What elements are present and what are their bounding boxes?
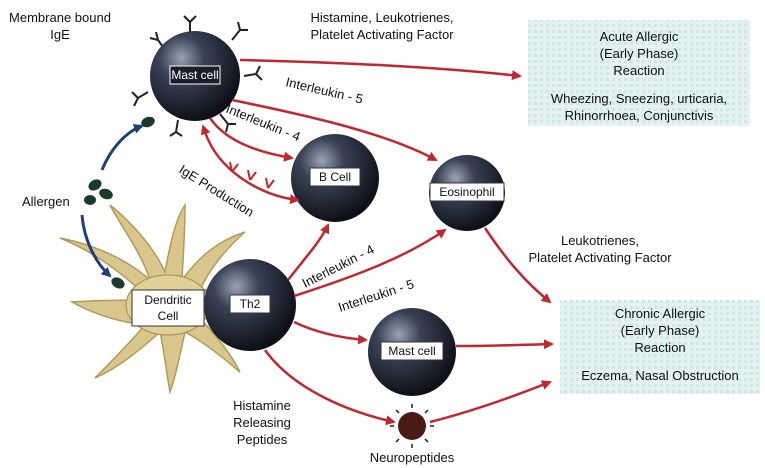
b-cell-label: B Cell [319,170,351,184]
dendritic-label-line2: Cell [158,309,179,323]
arrow-th2-to-bcell [287,223,330,281]
mast-cell-bottom-label: Mast cell [388,344,435,358]
histamine-label-line2: Platelet Activating Factor [310,27,454,42]
acute-line1: Acute Allergic [600,29,679,44]
acute-line2: (Early Phase) [600,46,679,61]
acute-line4: Wheezing, Sneezing, urticaria, [551,91,727,106]
allergen-particles [84,116,155,289]
mast-cell-top-label-box: Mast cell [169,65,221,85]
hrp-label-line1: Histamine [233,398,291,413]
th2-label-box: Th2 [229,294,271,314]
eosinophil-label: Eosinophil [439,185,494,199]
il5-top-label: Interleukin - 5 [284,74,364,106]
acute-line3: Reaction [613,63,664,78]
leukotrienes-label-line2: Platelet Activating Factor [528,250,672,265]
acute-line5: Rhinorrhoea, Conjunctivis [565,108,714,123]
mast-cell-bottom-label-box: Mast cell [380,341,444,361]
arrow-th2-to-neuropeptides [263,349,396,426]
arrow-eosinophil-to-chronic [483,227,552,304]
histamine-label-line1: Histamine, Leukotrienes, [310,10,453,25]
arrow-th2-to-mast [293,320,368,345]
mast-cell-top-label: Mast cell [171,68,218,82]
arrow-mast-to-eosinophil [231,98,438,162]
hrp-label-line2: Releasing [233,415,291,430]
membrane-ige-label-line1: Membrane bound [9,10,111,25]
allergen-to-mast-arrow [100,123,144,171]
chronic-line3: Reaction [634,340,685,355]
eosinophil-label-box: Eosinophil [429,182,505,202]
arrow-mast-to-chronic [455,339,554,350]
acute-reaction-box [528,20,750,126]
allergen-label: Allergen [22,194,70,209]
arrow-th2-to-eosinophil [293,228,447,298]
chronic-line4: Eczema, Nasal Obstruction [581,368,739,383]
arrow-mast-to-acute [239,58,522,81]
leukotrienes-label-line1: Leukotrienes, [561,233,639,248]
ige-production-label: IgE Production [176,162,256,220]
dendritic-label-box: Dendritic Cell [131,289,205,327]
chronic-line1: Chronic Allergic [615,306,706,321]
hrp-label-line3: Peptides [237,432,288,447]
dendritic-label-line1: Dendritic [144,293,191,307]
neuropeptides-cluster [390,404,434,448]
arrow-ige-production [200,124,300,205]
th2-label: Th2 [240,297,261,311]
chronic-line2: (Early Phase) [621,323,700,338]
allergen-to-dendritic-arrow [80,214,112,278]
b-cell-label-box: B Cell [309,167,361,187]
arrow-neuropeptides-to-chronic [429,380,552,424]
neuropeptides-label: Neuropeptides [370,450,455,465]
membrane-ige-label-line2: IgE [50,27,70,42]
chronic-reaction-box [560,300,760,394]
ige-antibody-marks [229,161,275,189]
